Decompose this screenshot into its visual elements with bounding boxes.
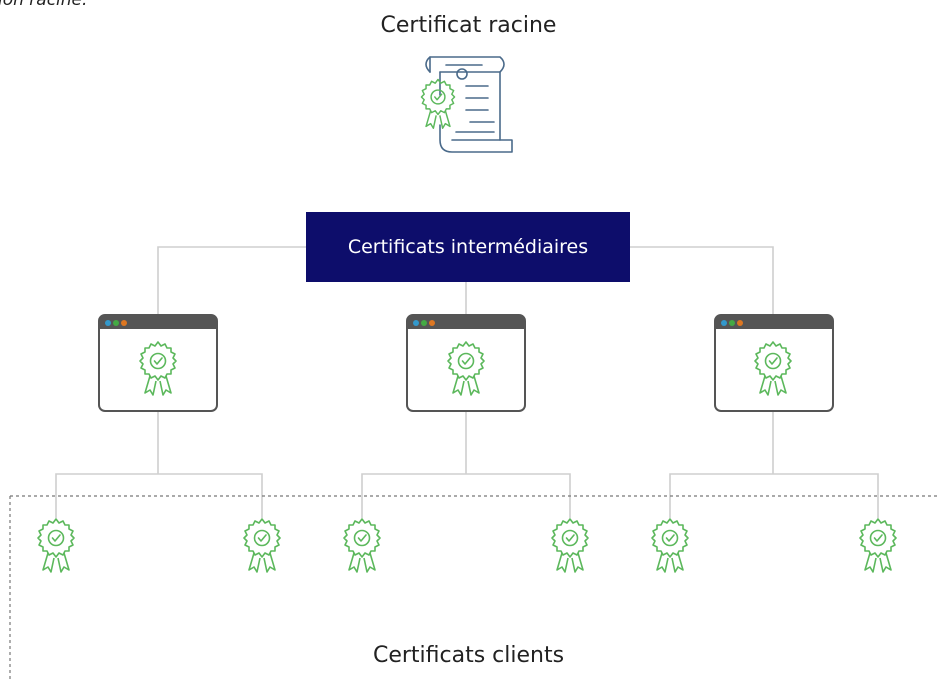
caption-fragment: ion racine. bbox=[0, 0, 88, 10]
client-certificate-badge-icon bbox=[551, 518, 589, 573]
client-certificate-badge-icon bbox=[343, 518, 381, 573]
intermediate-window-1 bbox=[98, 314, 218, 412]
client-certificate-badge-icon bbox=[37, 518, 75, 573]
root-certificate-title: Certificat racine bbox=[380, 13, 557, 38]
intermediate-window-2 bbox=[406, 314, 526, 412]
browser-window-icon bbox=[714, 314, 834, 412]
client-certificates-title: Certificats clients bbox=[372, 643, 565, 668]
root-certificate-scroll-icon bbox=[425, 56, 513, 153]
intermediate-window-3 bbox=[714, 314, 834, 412]
client-certificates bbox=[37, 518, 897, 573]
root-seal-icon bbox=[420, 78, 456, 129]
intermediate-certificates-text: Certificats intermédiaires bbox=[347, 236, 589, 258]
client-certificate-badge-icon bbox=[859, 518, 897, 573]
client-zone-border bbox=[9, 495, 937, 679]
client-certificate-badge-icon bbox=[651, 518, 689, 573]
client-certificate-badge-icon bbox=[243, 518, 281, 573]
intermediate-certificates-label: Certificats intermédiaires bbox=[306, 212, 630, 282]
